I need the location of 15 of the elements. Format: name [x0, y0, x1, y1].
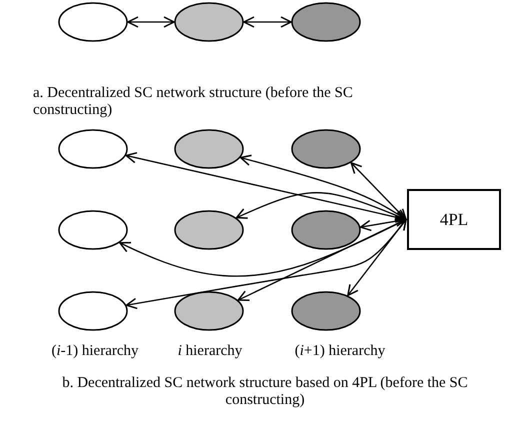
- column-label: i hierarchy: [176, 343, 244, 360]
- arrow: [243, 16, 292, 28]
- arrow: [236, 192, 407, 222]
- arrow: [240, 154, 407, 220]
- arrow: [360, 215, 407, 232]
- figure-caption: a. Decentralized SC network structure (before the SC constructing): [33, 85, 354, 119]
- arrow: [127, 16, 175, 28]
- process-box: [407, 189, 501, 250]
- arrow: [238, 218, 407, 301]
- column-label: (i-1) hierarchy: [50, 343, 140, 360]
- figure-caption: b. Decentralized SC network structure based on 4PL (before the SC constructing): [61, 375, 469, 409]
- arrow: [347, 218, 407, 296]
- node-label: 4PL: [440, 210, 468, 230]
- column-label: (i+1) hierarchy: [294, 343, 386, 360]
- arrow: [350, 162, 407, 220]
